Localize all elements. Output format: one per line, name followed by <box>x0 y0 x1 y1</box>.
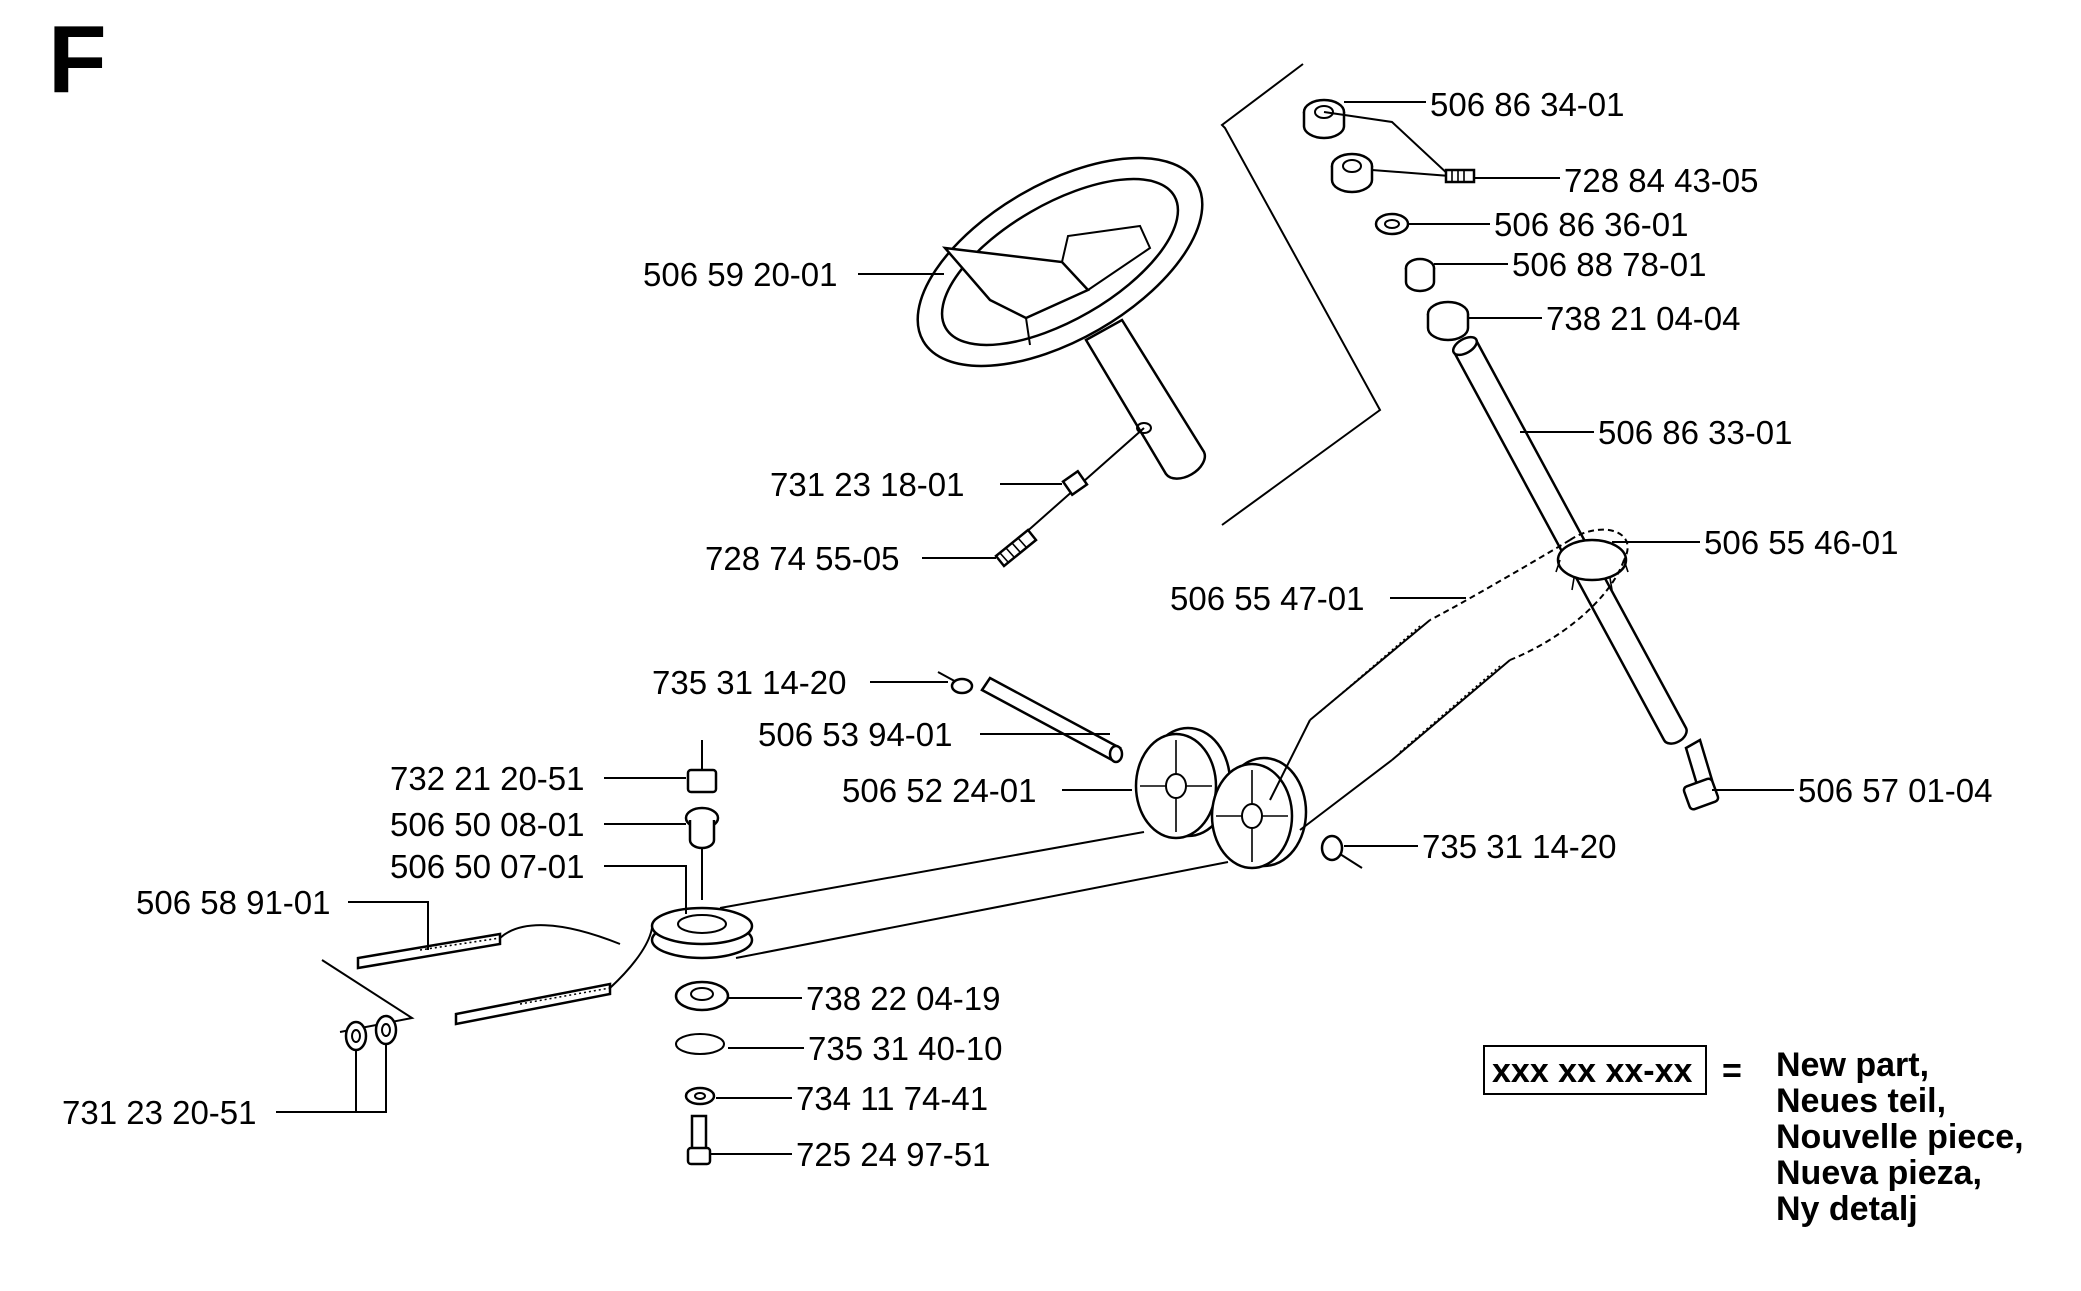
pulley-shaft-icon <box>937 671 1124 764</box>
part-number-label: 738 22 04-19 <box>806 980 1001 1017</box>
part-number-label: 732 21 20-51 <box>390 760 585 797</box>
part-number-label: 506 86 36-01 <box>1494 206 1689 243</box>
assembly-bracket-outline <box>1220 63 1382 526</box>
lower-pulley-icon <box>650 740 754 1166</box>
belt-icon <box>719 719 1393 959</box>
steering-wheel-icon <box>916 156 1207 480</box>
part-number-label: 506 52 24-01 <box>842 772 1037 809</box>
legend-line: Nouvelle piece, <box>1776 1118 2024 1156</box>
part-number-label: 728 74 55-05 <box>705 540 900 577</box>
part-number-label: 725 24 97-51 <box>796 1136 991 1173</box>
steering-column-icon <box>1451 335 1720 811</box>
legend-line: New part, <box>1776 1046 1929 1084</box>
part-number-label: 731 23 18-01 <box>770 466 965 503</box>
part-number-label: 506 55 47-01 <box>1170 580 1365 617</box>
part-number-label: 506 58 91-01 <box>136 884 331 921</box>
legend-code: xxx xx xx-xx <box>1492 1052 1692 1090</box>
part-number-label: 506 88 78-01 <box>1512 246 1707 283</box>
legend-equals: = <box>1722 1052 1742 1090</box>
legend-code-box <box>1483 1045 1707 1095</box>
legend-line: Ny detalj <box>1776 1190 1918 1228</box>
steering-drawing <box>321 63 1720 1166</box>
column-hardware-icon <box>1302 98 1476 342</box>
part-number-label: 506 59 20-01 <box>643 256 838 293</box>
part-number-label: 506 50 07-01 <box>390 848 585 885</box>
leader-lines <box>276 101 1794 1155</box>
part-number-label: 506 55 46-01 <box>1704 524 1899 561</box>
lower-rods-icon <box>321 924 653 1052</box>
part-number-label: 506 86 34-01 <box>1430 86 1625 123</box>
part-number-label: 735 31 14-20 <box>652 664 847 701</box>
part-number-label: 506 86 33-01 <box>1598 414 1793 451</box>
part-number-label: 734 11 74-41 <box>796 1080 988 1117</box>
part-number-label: 506 53 94-01 <box>758 716 953 753</box>
legend-line: Neues teil, <box>1776 1082 1946 1120</box>
part-number-label: 506 50 08-01 <box>390 806 585 843</box>
part-number-label: 735 31 14-20 <box>1422 828 1617 865</box>
section-letter: F <box>48 6 107 113</box>
legend: xxx xx xx-xx = New part, Neues teil, Nou… <box>1483 1045 2024 1228</box>
part-number-label: 738 21 04-04 <box>1546 300 1741 337</box>
legend-line: Nueva pieza, <box>1776 1154 1982 1192</box>
part-number-label: 731 23 20-51 <box>62 1094 257 1131</box>
part-number-label: 728 84 43-05 <box>1564 162 1759 199</box>
wheel-bolt-icon <box>994 427 1145 568</box>
pulley-pair-icon <box>1134 726 1363 870</box>
callouts: 506 86 34-01 728 84 43-05 506 86 36-01 5… <box>62 86 1993 1173</box>
chain-icon <box>1309 528 1629 761</box>
part-number-label: 735 31 40-10 <box>808 1030 1003 1067</box>
part-number-label: 506 57 01-04 <box>1798 772 1993 809</box>
